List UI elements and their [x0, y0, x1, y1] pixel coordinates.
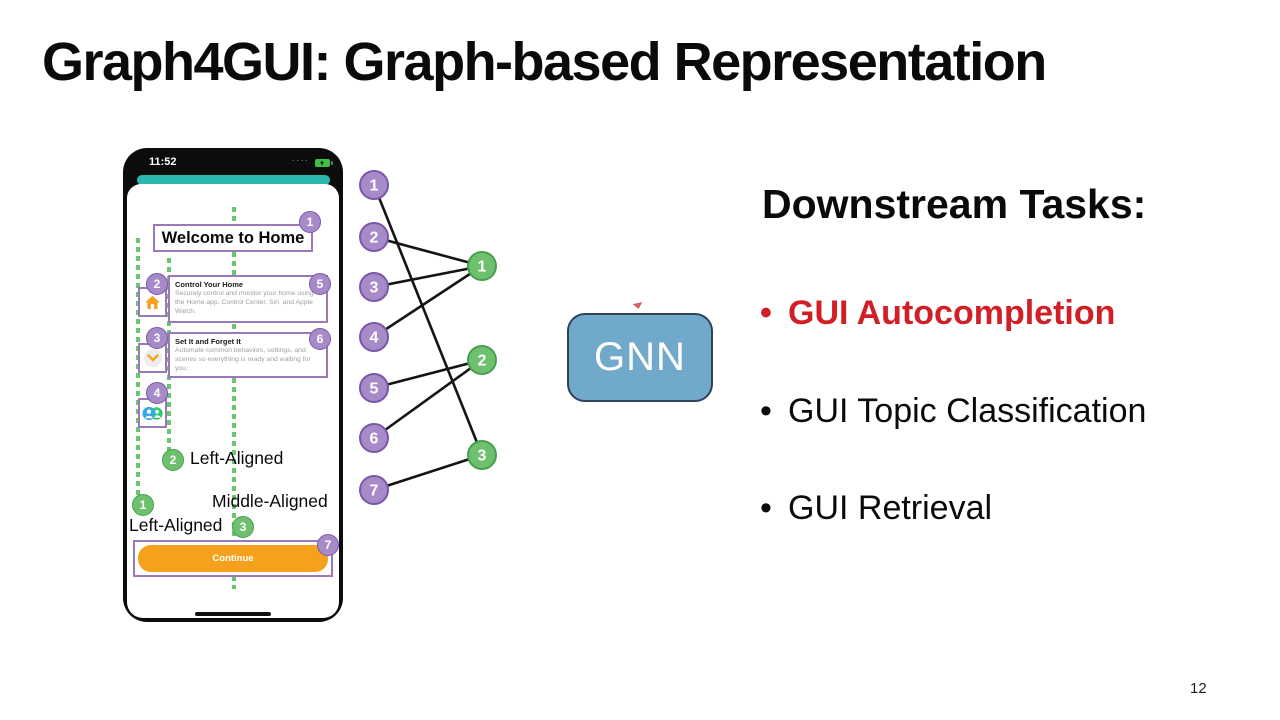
node-badge-continue: 7	[317, 534, 339, 556]
accent-bar	[137, 175, 330, 185]
bullet-icon: •	[760, 294, 772, 332]
graph-node-label: 5	[370, 381, 379, 398]
alignment-label-middle: Middle-Aligned	[212, 491, 328, 511]
graph-node-label: 2	[370, 230, 379, 247]
bipartite-graph: 1 2 3 4 5 6 7 1 2 3	[359, 170, 497, 505]
slide-title: Graph4GUI: Graph-based Representation	[42, 32, 1047, 92]
graph-node-element-2	[359, 222, 389, 252]
alignment-label-bottom: Left-Aligned	[129, 515, 223, 535]
card-body: Automate common behaviors, settings, and…	[175, 347, 311, 372]
status-time: 11:52	[149, 156, 177, 168]
graph-node-label: 7	[370, 483, 379, 500]
constraint-circle-left-aligned-1: 1	[132, 494, 154, 516]
tasks-heading: Downstream Tasks:	[762, 181, 1147, 227]
graph-node-label: 3	[478, 448, 487, 465]
graph-node-element-7	[359, 475, 389, 505]
control-home-card: Control Your Home Securely control and m…	[168, 275, 328, 323]
gnn-box: GNN	[567, 313, 713, 402]
card-body: Securely control and monitor your home u…	[175, 290, 314, 315]
graph-edge-7-3	[373, 453, 483, 492]
node-badge-home-icon: 2	[146, 273, 168, 295]
graph-node-element-4	[359, 322, 389, 352]
signal-dots-icon: ····	[291, 155, 309, 166]
graph-edge-6-2	[373, 358, 483, 440]
alignment-label-top: Left-Aligned	[190, 448, 284, 468]
graph-node-label: 2	[478, 353, 487, 370]
graph-edge-5-2	[373, 358, 483, 390]
graph-node-label: 4	[370, 330, 379, 347]
graph-node-element-5	[359, 373, 389, 403]
card-title: Set It and Forget It	[175, 337, 241, 346]
graph-node-label: 1	[478, 259, 487, 276]
screen-title: Welcome to Home	[161, 228, 305, 247]
screen-title-box: Welcome to Home	[153, 224, 313, 252]
home-indicator-bar	[195, 612, 271, 616]
graph-node-label: 1	[370, 178, 379, 195]
task-label: GUI Retrieval	[788, 489, 993, 527]
task-item-topic-classification: • GUI Topic Classification	[760, 392, 1146, 431]
graph-edge-4-1	[373, 264, 483, 339]
node-badge-control-text: 5	[309, 273, 331, 295]
graph-node-element-1	[359, 170, 389, 200]
gnn-label: GNN	[594, 335, 686, 379]
constraint-circle-middle-aligned-3: 3	[232, 516, 254, 538]
red-pointer-mark	[632, 302, 644, 310]
phone-mockup: 11:52 ···· Welcome to Home 1 Control You…	[123, 148, 343, 622]
bullet-icon: •	[760, 489, 772, 527]
graph-node-constraint-1	[467, 251, 497, 281]
node-badge-automation-icon: 3	[146, 327, 168, 349]
graph-edge-2-1	[373, 235, 483, 268]
set-forget-card: Set It and Forget It Automate common beh…	[168, 332, 328, 378]
alignment-guide-line-middle	[232, 207, 236, 589]
graph-node-constraint-2	[467, 345, 497, 375]
node-badge-users-icon: 4	[146, 382, 168, 404]
task-label: GUI Topic Classification	[788, 392, 1147, 430]
users-icon	[138, 398, 167, 428]
graph-node-element-3	[359, 272, 389, 302]
task-item-autocompletion: • GUI Autocompletion	[760, 294, 1115, 333]
node-badge-welcome: 1	[299, 211, 321, 233]
graph-node-label: 3	[370, 280, 379, 297]
continue-button[interactable]: Continue	[138, 545, 328, 572]
constraint-circle-left-aligned-2: 2	[162, 449, 184, 471]
graph-node-label: 6	[370, 431, 379, 448]
graph-node-constraint-3	[467, 440, 497, 470]
graph-edge-1-3	[372, 184, 484, 456]
task-item-retrieval: • GUI Retrieval	[760, 489, 992, 528]
alignment-guide-line-left	[136, 238, 140, 512]
bullet-icon: •	[760, 392, 772, 430]
graph-edge-3-1	[373, 264, 483, 289]
battery-icon	[315, 159, 333, 167]
card-title: Control Your Home	[175, 280, 244, 289]
graph-node-element-6	[359, 423, 389, 453]
page-number: 12	[1190, 680, 1207, 697]
task-label: GUI Autocompletion	[788, 294, 1116, 332]
node-badge-setforget-text: 6	[309, 328, 331, 350]
